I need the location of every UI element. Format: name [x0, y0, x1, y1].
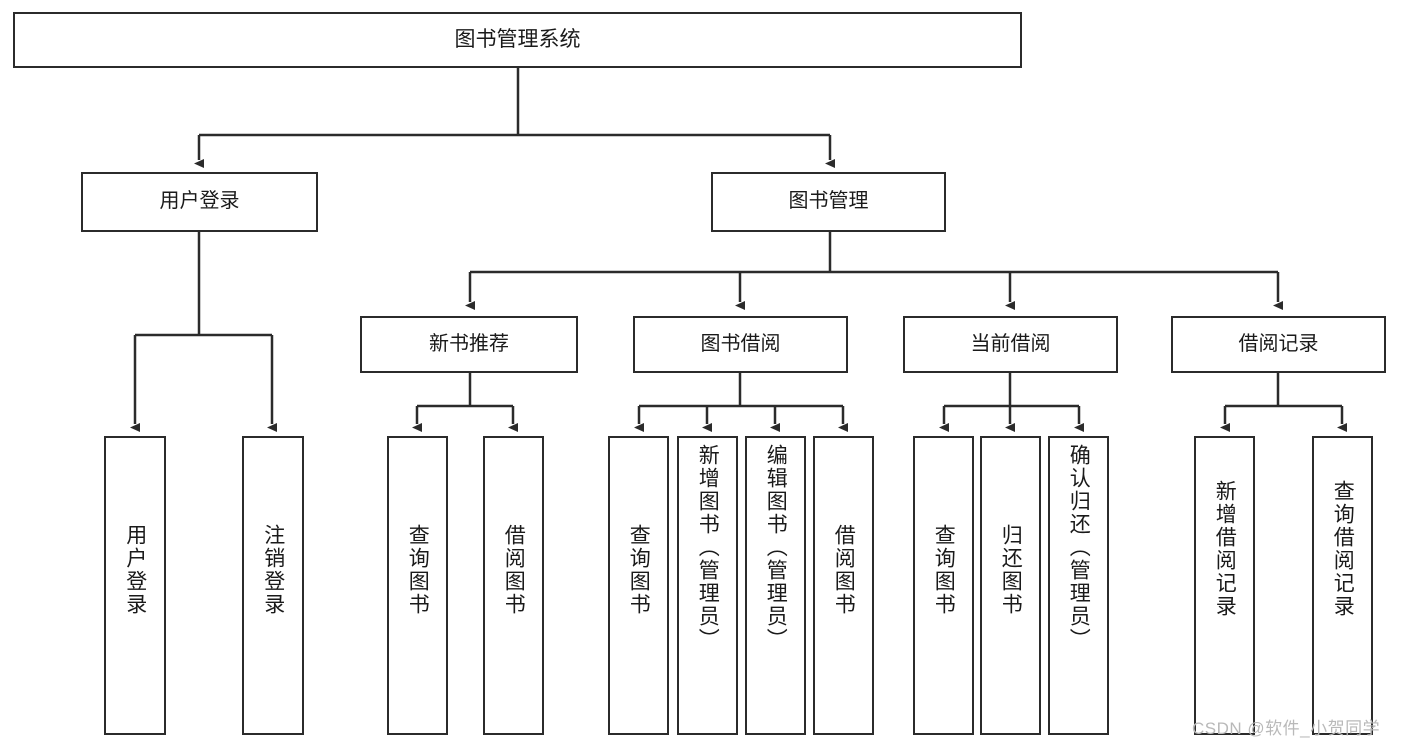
leaf-borrow-book-recommend[interactable]: 借阅图书 — [483, 436, 544, 735]
leaf-query-book-borrow[interactable]: 查询图书 — [608, 436, 669, 735]
leaf-query-borrow-record[interactable]: 查询借阅记录 — [1312, 436, 1373, 735]
leaf-add-book-admin[interactable]: 新增图书（管理员） — [677, 436, 738, 735]
node-current-borrow[interactable]: 当前借阅 — [903, 316, 1118, 373]
edges-bookborrow-to-leaves — [634, 373, 848, 432]
leaf-return-book[interactable]: 归还图书 — [980, 436, 1041, 735]
node-label: 图书管理系统 — [454, 27, 581, 51]
node-new-book-recommend[interactable]: 新书推荐 — [360, 316, 578, 373]
node-label: 图书借阅 — [700, 332, 781, 355]
node-label: 查询图书 — [932, 524, 956, 616]
csdn-watermark: CSDN @软件_小贺同学 — [1192, 719, 1381, 738]
node-label: 当前借阅 — [970, 332, 1051, 355]
node-label: 查询图书 — [627, 524, 651, 616]
node-label: 借阅记录 — [1238, 332, 1319, 355]
leaf-confirm-return-admin[interactable]: 确认归还（管理员） — [1048, 436, 1109, 735]
node-label: 用户登录 — [123, 524, 147, 616]
node-label: 查询借阅记录 — [1331, 480, 1355, 618]
node-label: 归还图书 — [999, 524, 1023, 616]
leaf-user-login[interactable]: 用户登录 — [104, 436, 166, 735]
node-label: 注销登录 — [261, 524, 285, 616]
edges-currentborrow-to-leaves — [939, 373, 1084, 432]
node-label: 新书推荐 — [429, 332, 509, 355]
node-label: 确认归还（管理员） — [1067, 444, 1091, 651]
node-root-library-system[interactable]: 图书管理系统 — [13, 12, 1022, 68]
node-label: 新增图书（管理员） — [696, 444, 720, 651]
edges-root-to-level2 — [194, 68, 835, 168]
node-book-borrow[interactable]: 图书借阅 — [633, 316, 848, 373]
leaf-edit-book-admin[interactable]: 编辑图书（管理员） — [745, 436, 806, 735]
node-label: 图书管理 — [788, 190, 869, 213]
leaf-borrow-book[interactable]: 借阅图书 — [813, 436, 874, 735]
node-user-login[interactable]: 用户登录 — [81, 172, 318, 232]
node-label: 新增借阅记录 — [1213, 480, 1237, 618]
node-borrow-record[interactable]: 借阅记录 — [1171, 316, 1386, 373]
edges-userlogin-to-leaves — [130, 232, 277, 432]
edges-bookmgmt-to-level3 — [465, 232, 1283, 310]
edges-borrowrecord-to-leaves — [1220, 373, 1347, 432]
leaf-logout[interactable]: 注销登录 — [242, 436, 304, 735]
node-label: 查询图书 — [406, 524, 430, 616]
node-book-management[interactable]: 图书管理 — [711, 172, 946, 232]
node-label: 编辑图书（管理员） — [764, 444, 788, 651]
node-label: 用户登录 — [159, 190, 240, 213]
edges-newbook-to-leaves — [412, 373, 518, 432]
leaf-query-book-recommend[interactable]: 查询图书 — [387, 436, 448, 735]
node-label: 借阅图书 — [832, 524, 856, 616]
node-label: 借阅图书 — [502, 524, 526, 616]
leaf-add-borrow-record[interactable]: 新增借阅记录 — [1194, 436, 1255, 735]
leaf-query-book-current[interactable]: 查询图书 — [913, 436, 974, 735]
